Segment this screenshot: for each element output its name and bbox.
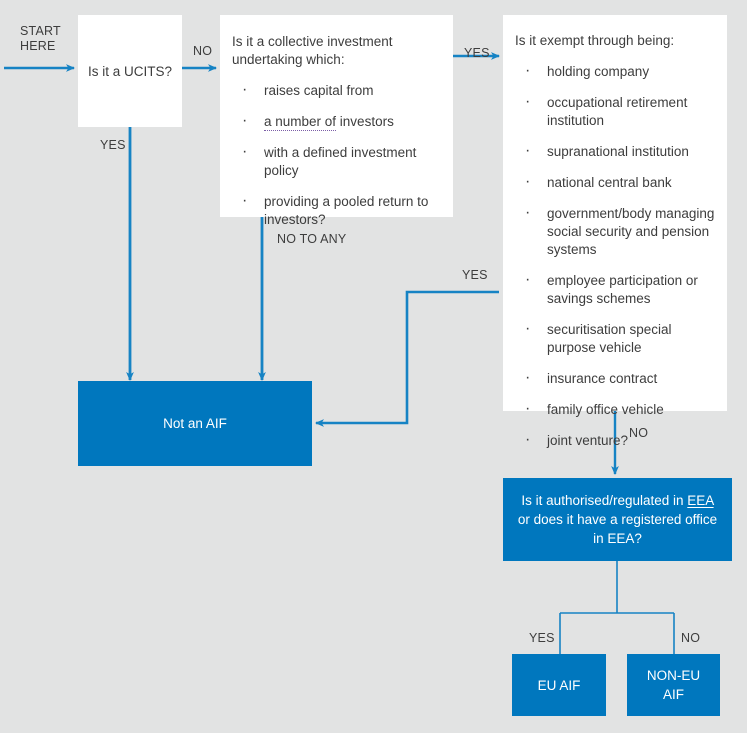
list-item: providing a pooled return to investors? — [232, 192, 439, 229]
list-item: with a defined investment policy — [232, 143, 439, 180]
node-eea-pre: Is it authorised/regulated in — [521, 493, 688, 508]
edge-exempt-to-notaif — [315, 290, 499, 427]
edge-label-collective-yes: YES — [464, 46, 490, 60]
a-number-of-definition-link[interactable]: a number of — [264, 114, 337, 131]
node-collective-investment-undertaking[interactable]: Is it a collective investment undertakin… — [220, 15, 453, 227]
node-ucits-text: Is it a UCITS? — [87, 63, 173, 79]
node-eu-aif[interactable]: EU AIF — [512, 654, 606, 716]
eea-definition-link[interactable]: EEA — [687, 493, 714, 508]
edge-label-ucits-no: NO — [193, 44, 213, 58]
list-item: insurance contract — [515, 369, 715, 388]
node-exempt-bullet-list: holding company occupational retirement … — [515, 62, 715, 450]
list-item: employee participation or savings scheme… — [515, 271, 715, 308]
node-eea-text-wrapper: Is it authorised/regulated in EEA or doe… — [515, 491, 720, 548]
list-item: family office vehicle — [515, 400, 715, 419]
node-not-an-aif[interactable]: Not an AIF — [78, 381, 312, 466]
edge-label-no-to-any: NO TO ANY — [277, 232, 347, 246]
list-item: joint venture? — [515, 431, 715, 450]
node-exempt-title: Is it exempt through being: — [515, 33, 675, 48]
list-item: holding company — [515, 62, 715, 81]
node-collective-bullet-list: raises capital from a number of investor… — [232, 81, 439, 229]
node-eea-question[interactable]: Is it authorised/regulated in EEA or doe… — [503, 478, 732, 561]
list-item: raises capital from — [232, 81, 439, 100]
list-item: occupational retirement institution — [515, 93, 715, 130]
edge-label-exempt-yes: YES — [462, 268, 488, 282]
list-item: national central bank — [515, 173, 715, 192]
node-is-it-a-ucits[interactable]: Is it a UCITS? — [78, 15, 182, 127]
list-item: securitisation special purpose vehicle — [515, 320, 715, 357]
node-not-an-aif-text: Not an AIF — [163, 416, 227, 431]
edge-label-eea-no: NO — [681, 631, 701, 645]
node-collective-title: Is it a collective investment undertakin… — [232, 34, 393, 67]
node-eea-post: or does it have a registered office in E… — [517, 512, 718, 546]
node-eu-aif-text: EU AIF — [537, 677, 581, 693]
node-non-eu-aif[interactable]: NON-EU AIF — [627, 654, 720, 716]
start-here-label: START HERE — [20, 24, 61, 53]
edge-label-eea-yes: YES — [529, 631, 555, 645]
node-non-eu-aif-text: NON-EU AIF — [646, 668, 701, 702]
edge-label-ucits-yes: YES — [100, 138, 126, 152]
node-is-it-exempt[interactable]: Is it exempt through being: holding comp… — [503, 15, 727, 449]
list-item: supranational institution — [515, 142, 715, 161]
list-item: government/body managing social security… — [515, 204, 715, 259]
list-item: a number of investors — [232, 112, 439, 131]
